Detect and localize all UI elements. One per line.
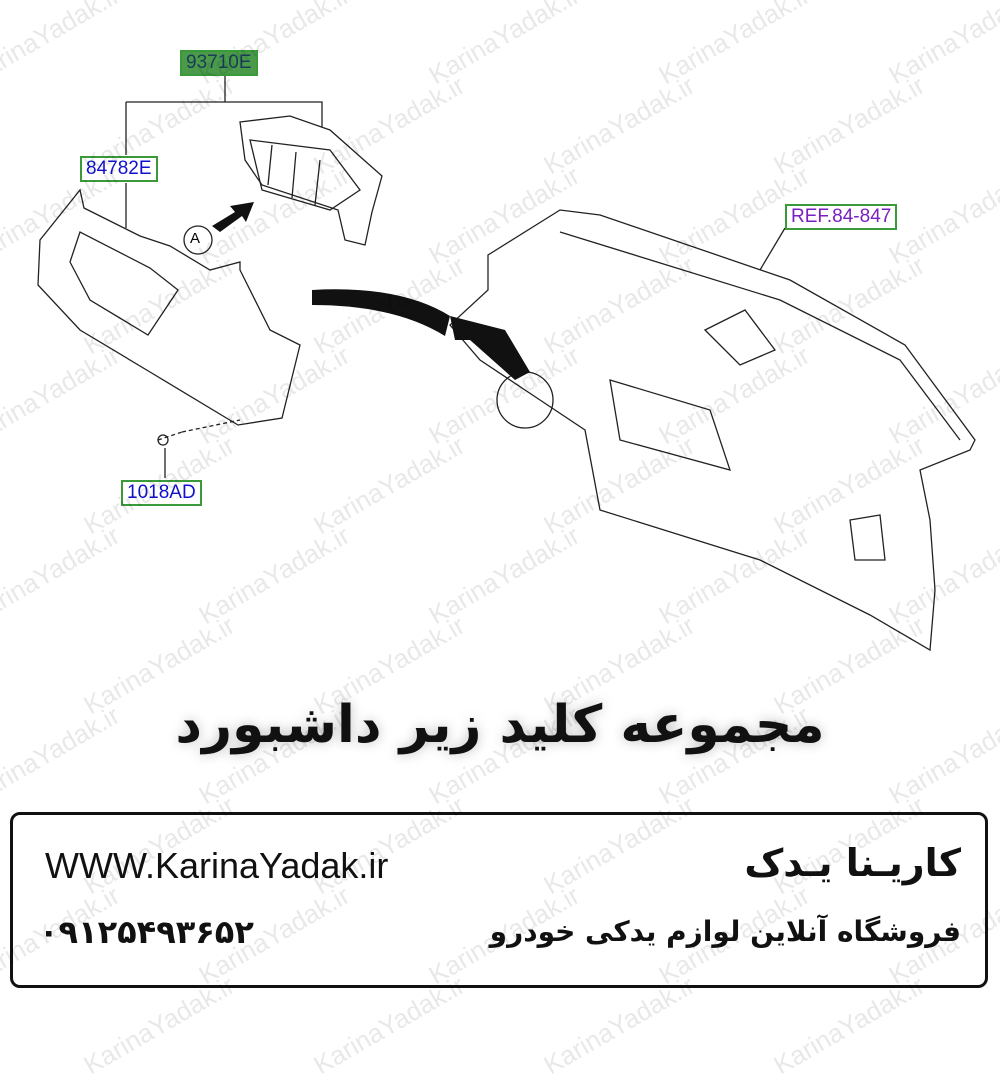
leader-93710e <box>125 75 323 228</box>
website-link[interactable]: WWW.KarinaYadak.ir <box>45 845 389 886</box>
part-label-93710e[interactable]: 93710E <box>180 50 258 76</box>
view-a-letter: A <box>190 230 201 247</box>
view-a-circle <box>183 225 213 255</box>
part-label-1018ad[interactable]: 1018AD <box>121 480 202 506</box>
location-arrow <box>312 289 450 336</box>
phone-number: ۰۹۱۲۵۴۹۳۶۵۲ <box>39 913 254 951</box>
view-a-arrow <box>212 202 254 232</box>
parts-diagram: 93710E 84782E 1018AD REF.84-847 A <box>37 50 976 652</box>
part-label-84782e[interactable]: 84782E <box>80 156 158 182</box>
screw-guide <box>157 419 241 441</box>
highlighted-location <box>450 316 530 380</box>
store-slogan: فروشگاه آنلاین لوازم یدکی خودرو <box>489 915 961 948</box>
part-label-ref[interactable]: REF.84-847 <box>785 204 898 230</box>
dashboard <box>449 209 976 652</box>
leader-ref <box>759 227 786 271</box>
lower-panel <box>37 188 301 426</box>
page-title: مجموعه کلید زیر داشبورد <box>175 695 825 755</box>
diagram-drawing <box>37 75 976 652</box>
brand-name: کاریـنا یـدک <box>744 841 961 885</box>
footer-box: WWW.KarinaYadak.ir ۰۹۱۲۵۴۹۳۶۵۲ کاریـنا ی… <box>10 812 988 988</box>
switch-module <box>239 115 383 246</box>
screw <box>157 434 169 446</box>
